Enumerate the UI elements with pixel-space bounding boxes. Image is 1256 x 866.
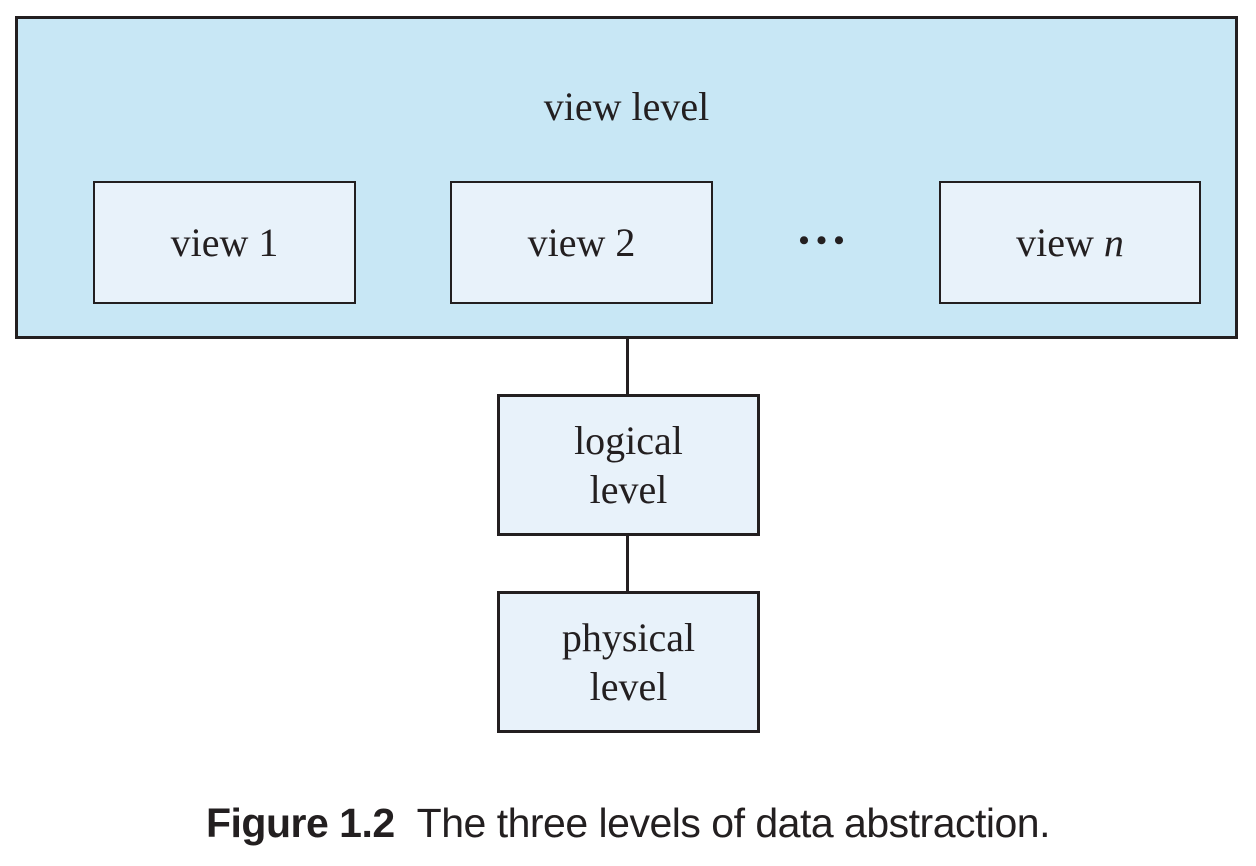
logical-level-box: logical level xyxy=(497,394,760,536)
logical-level-label-line2: level xyxy=(589,467,668,512)
view-n-label: view n xyxy=(1016,219,1124,266)
physical-level-box: physical level xyxy=(497,591,760,733)
logical-level-label-line1: logical xyxy=(574,417,683,463)
connector-line-logical-to-physical xyxy=(626,536,629,591)
view-n-box: view n xyxy=(939,181,1201,304)
view-level-title: view level xyxy=(543,84,710,129)
figure-caption-number: Figure 1.2 xyxy=(206,800,395,846)
view-1-box: view 1 xyxy=(93,181,356,304)
view-2-label: view 2 xyxy=(527,220,636,265)
physical-level-label-line1: physical xyxy=(561,614,696,660)
view-2-box: view 2 xyxy=(450,181,713,304)
ellipsis-dots-icon: ••• xyxy=(798,224,852,257)
physical-level-label-line2: level xyxy=(589,664,668,709)
view-n-label-text: view xyxy=(1016,220,1104,265)
view-n-label-variable: n xyxy=(1103,220,1124,265)
connector-line-view-to-logical xyxy=(626,339,629,396)
figure-caption: Figure 1.2 The three levels of data abstr… xyxy=(0,799,1256,848)
figure-caption-text: The three levels of data abstraction. xyxy=(416,800,1051,846)
view-level-container: view level view 1 view 2 ••• view n xyxy=(15,16,1238,339)
view-1-label: view 1 xyxy=(170,220,279,265)
